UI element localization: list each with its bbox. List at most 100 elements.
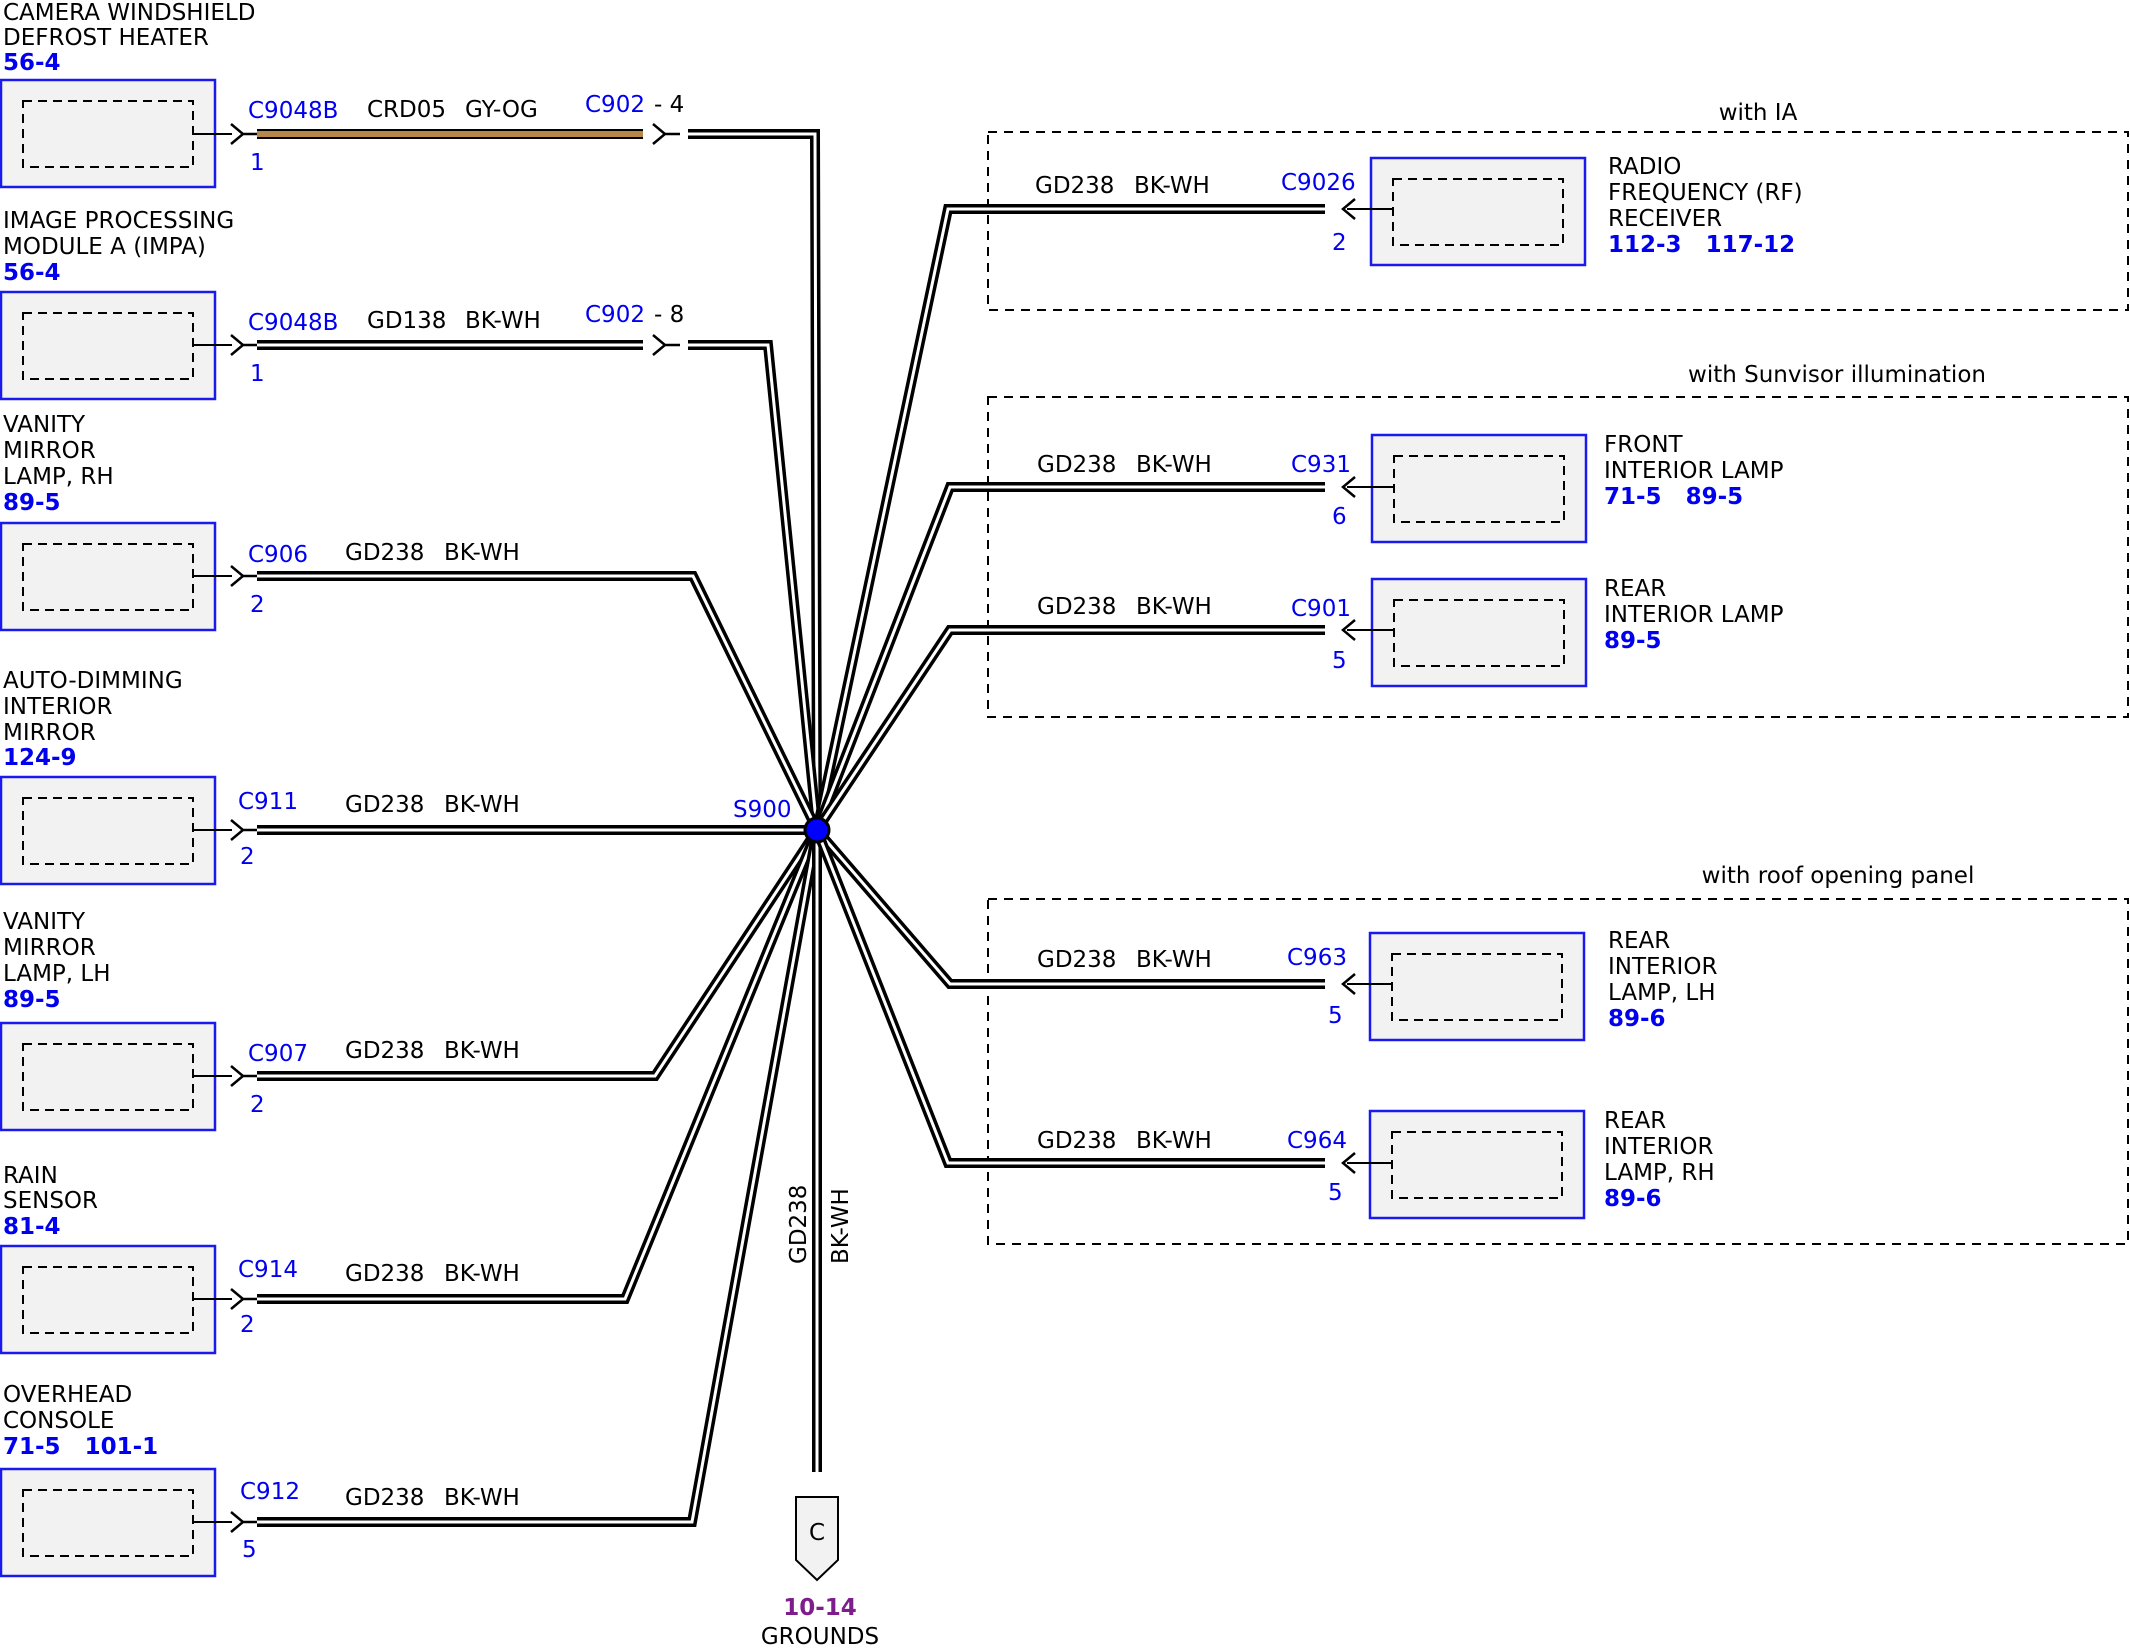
component-ref: 89-5	[3, 490, 61, 516]
component-name: INTERIOR LAMP	[1604, 458, 1784, 484]
ground: GD238 BK-WH C 10-14 GROUNDS	[761, 1185, 879, 1650]
circuit-label: GD238	[1037, 947, 1116, 973]
connector-label: C963	[1287, 945, 1347, 971]
component-name: MIRROR	[3, 935, 96, 961]
wire-color-label: BK-WH	[1134, 173, 1210, 199]
component-name: AUTO-DIMMING	[3, 668, 183, 694]
circuit-label: GD238	[345, 540, 424, 566]
connector-label: C964	[1287, 1128, 1347, 1154]
group-box-sunvisor	[987, 396, 2129, 718]
component-name: REAR	[1604, 1108, 1666, 1134]
connector-arrow-icon	[230, 565, 257, 587]
component-ref: 71-5 101-1	[3, 1434, 158, 1460]
wire-color-label: BK-WH	[465, 308, 541, 334]
component-name: VANITY	[3, 909, 86, 935]
pin-number: 1	[250, 150, 265, 176]
component-ref: 89-6	[1604, 1186, 1662, 1212]
wire-color-label: BK-WH	[1136, 594, 1212, 620]
wire-c901	[812, 625, 1325, 833]
splice-dot-icon	[803, 816, 831, 844]
circuit-label: GD238	[345, 1038, 424, 1064]
pin-number: 5	[1328, 1003, 1343, 1029]
component-box	[1368, 931, 1586, 1042]
component-name: VANITY	[3, 412, 86, 438]
component-name: IMAGE PROCESSING	[3, 208, 234, 234]
component-auto-dimming-mirror: AUTO-DIMMING INTERIOR MIRROR 124-9 C911 …	[0, 668, 520, 886]
ground-circuit-label: GD238	[786, 1185, 812, 1264]
component-name: RECEIVER	[1608, 206, 1722, 232]
wire-c931	[812, 482, 1325, 832]
group-label-sunvisor: with Sunvisor illumination	[1688, 362, 1986, 388]
wire-color-label: BK-WH	[444, 792, 520, 818]
component-box	[1368, 1109, 1586, 1220]
component-box	[0, 78, 217, 189]
pin-number: 5	[1332, 648, 1347, 674]
component-rear-interior-lamp: C901 5 GD238 BK-WH REAR INTERIOR LAMP 89…	[1037, 576, 1784, 688]
pin-number: 5	[242, 1537, 257, 1563]
component-box-inner	[1392, 178, 1564, 246]
wire-c906	[257, 571, 822, 833]
pin-number: 2	[250, 1092, 265, 1118]
component-overhead-console: OVERHEAD CONSOLE 71-5 101-1 C912 5 GD238…	[0, 1382, 520, 1578]
connector-arrow-icon	[230, 123, 257, 145]
component-ref: 89-6	[1608, 1006, 1666, 1032]
circuit-label: GD238	[1037, 594, 1116, 620]
connector-arrow-icon	[1341, 1152, 1356, 1174]
component-name: SENSOR	[3, 1188, 98, 1214]
circuit-label: GD138	[367, 308, 446, 334]
wire-color-label: BK-WH	[444, 1261, 520, 1287]
component-name: RAIN	[3, 1163, 58, 1189]
wire-c912	[257, 829, 822, 1527]
component-name: CONSOLE	[3, 1408, 114, 1434]
connector-label: C9026	[1281, 170, 1356, 196]
wire-c964	[812, 828, 1325, 1168]
component-name: MODULE A (IMPA)	[3, 234, 206, 260]
component-name: CAMERA WINDSHIELD	[3, 0, 255, 26]
connector-arrow-icon	[1341, 198, 1356, 220]
wire-c9026	[812, 204, 1325, 832]
pin-number: 6	[1332, 504, 1347, 530]
component-box-inner	[1391, 953, 1563, 1021]
wire-color-label: BK-WH	[444, 1485, 520, 1511]
pin-number: 2	[240, 844, 255, 870]
component-ref: 71-5 89-5	[1604, 484, 1743, 510]
component-box-inner	[1393, 455, 1565, 523]
component-ref: 89-5	[3, 987, 61, 1013]
inline-pin-label: - 4	[654, 92, 684, 118]
component-box	[1370, 433, 1588, 544]
wire-c914	[257, 828, 822, 1304]
connector-arrow-icon	[230, 1511, 257, 1533]
group-box-roof-panel	[987, 898, 2129, 1245]
component-box	[0, 290, 217, 401]
component-box	[0, 775, 217, 886]
component-rf-receiver: C9026 2 GD238 BK-WH RADIO FREQUENCY (RF)…	[1035, 154, 1803, 267]
pin-number: 5	[1328, 1180, 1343, 1206]
connector-arrow-icon	[230, 819, 257, 841]
component-name: LAMP, RH	[1604, 1160, 1715, 1186]
wire-color-label: BK-WH	[1136, 452, 1212, 478]
connector-arrow-icon	[230, 334, 257, 356]
circuit-label: GD238	[1035, 173, 1114, 199]
component-vanity-mirror-lamp-lh: VANITY MIRROR LAMP, LH 89-5 C907 2 GD238…	[0, 909, 520, 1132]
component-image-processing-module: IMAGE PROCESSING MODULE A (IMPA) 56-4 C9…	[0, 208, 684, 401]
component-name: INTERIOR	[3, 694, 112, 720]
connector-arrow-icon	[1341, 973, 1356, 995]
component-box-inner	[1393, 599, 1565, 667]
connector-label: C931	[1291, 452, 1351, 478]
component-name: OVERHEAD	[3, 1382, 132, 1408]
pin-number: 2	[240, 1312, 255, 1338]
group-box-ia	[987, 131, 2129, 311]
connector-label: C901	[1291, 596, 1351, 622]
splice-label: S900	[733, 797, 792, 823]
group-label-ia: with IA	[1719, 100, 1798, 126]
connector-arrow-icon	[1341, 619, 1356, 641]
component-name: FRONT	[1604, 432, 1684, 458]
component-ref: 56-4	[3, 260, 61, 286]
component-name: DEFROST HEATER	[3, 25, 209, 51]
component-name: REAR	[1608, 928, 1670, 954]
component-name: INTERIOR LAMP	[1604, 602, 1784, 628]
component-ref: 89-5	[1604, 628, 1662, 654]
component-ref: 56-4	[3, 50, 61, 76]
wire-c902-8	[688, 340, 822, 831]
